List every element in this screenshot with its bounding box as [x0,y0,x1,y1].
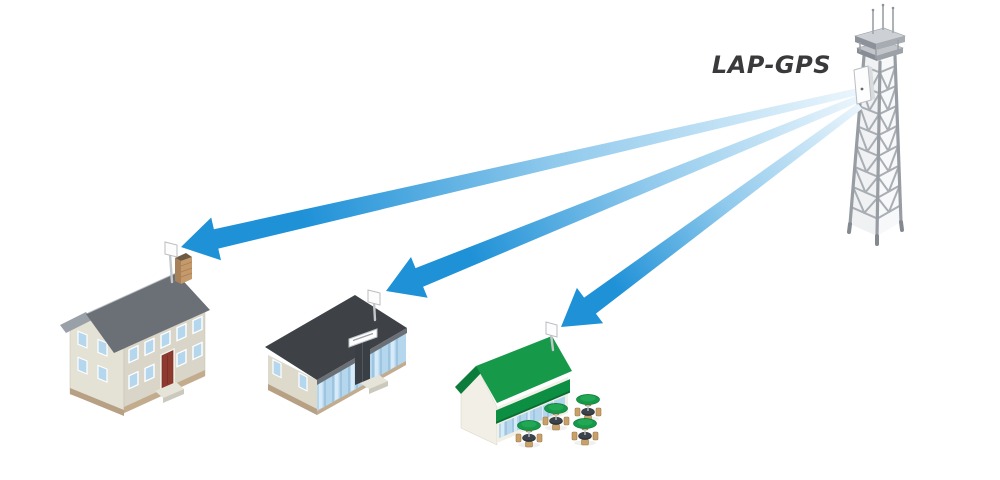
antenna-mast [168,252,174,284]
window-icon [128,370,139,390]
cafe-awning [496,379,570,424]
chimney-side [175,258,181,284]
house-left-foundation [70,388,124,417]
house-ridge-highlight [87,272,177,314]
antenna-mast [372,300,377,322]
device-label: LAP-GPS [711,51,831,79]
platform-lower-edge-right [877,48,903,61]
glass-highlight-streaks [319,338,395,410]
office-left-foundation [268,384,317,415]
cafe-cpe-antenna [545,321,558,352]
chimney-front [181,257,192,284]
office-front-foundation [317,360,406,415]
patio-table [515,419,543,449]
tower-leg-right [893,54,903,224]
radio-front-panel [853,65,872,105]
radio-led [860,87,864,91]
steps-front [369,381,388,394]
window-icon [160,329,171,350]
office-roof [265,295,407,380]
glass-streak [501,422,504,438]
window-icon [128,344,139,364]
cafe-building [455,321,602,449]
glass-streak [514,416,517,432]
tower-foot-left [847,222,852,234]
steps-top [360,375,388,389]
office-sign-text-line [352,332,374,342]
house-steps [155,382,184,403]
house-left-windows [70,330,124,417]
beam-arrow-to-house [181,88,857,261]
chimney-brick-lines [180,261,193,278]
lap-gps-radio [853,65,875,105]
glass-streak [391,338,395,369]
steps-top [155,382,184,398]
radio-side-face [868,66,875,100]
glass-streak [351,361,355,392]
beam-arrow-to-office [386,95,860,298]
lattice-tower [847,3,906,246]
office-left-wall [268,355,317,415]
patio-table [571,417,599,447]
cpe-antenna-icon [367,289,381,306]
signal-beams [181,88,863,327]
platform-upper-edge-right [876,36,905,50]
chimney-top [175,253,192,261]
office-cpe-antenna [367,289,381,322]
glass-streak [375,347,379,378]
patio-table [574,393,602,423]
antenna-mast [549,332,555,352]
window-icon [97,338,108,357]
office-sign [348,328,378,348]
office-entrance [348,328,378,385]
house-cpe-antenna [164,241,178,284]
office-building [265,289,407,415]
patio-table [542,402,570,432]
window-icon [144,337,155,357]
house-roof [86,273,210,353]
window-icon [77,356,88,375]
platform-lower-edge-left [857,48,877,61]
window-icon [192,341,203,361]
window-icon [97,364,108,383]
antenna-tip [891,6,895,10]
glass-streak [319,379,323,410]
platform-upper-edge-left [855,36,876,50]
cpe-antenna-icon [164,241,178,258]
window-icon [144,363,155,383]
window-icon [77,330,88,349]
window-icon [272,358,282,379]
glass-streak [540,405,543,421]
cafe-roof-side-band [455,366,482,394]
antenna-tip [881,3,885,7]
cafe-awning-underside [496,390,570,424]
house [60,241,210,417]
tower-leg-middle [875,60,882,238]
window-icon [176,348,187,368]
cafe-roof [476,336,572,403]
window-icon [298,371,308,392]
window-icon [176,322,187,342]
cpe-antenna-icon [545,321,558,338]
house-roof-side-band [60,312,92,333]
office-steps [360,375,388,394]
glass-streak [335,370,339,401]
antenna-tip [871,8,875,12]
tower-antennas [871,3,895,34]
window-icon [192,315,203,335]
chimney [175,253,193,284]
beam-arrow-to-cafe [561,103,863,327]
tower-foot-right [899,220,904,232]
cafe-gable-wall [460,370,498,446]
steps-front [163,389,184,403]
